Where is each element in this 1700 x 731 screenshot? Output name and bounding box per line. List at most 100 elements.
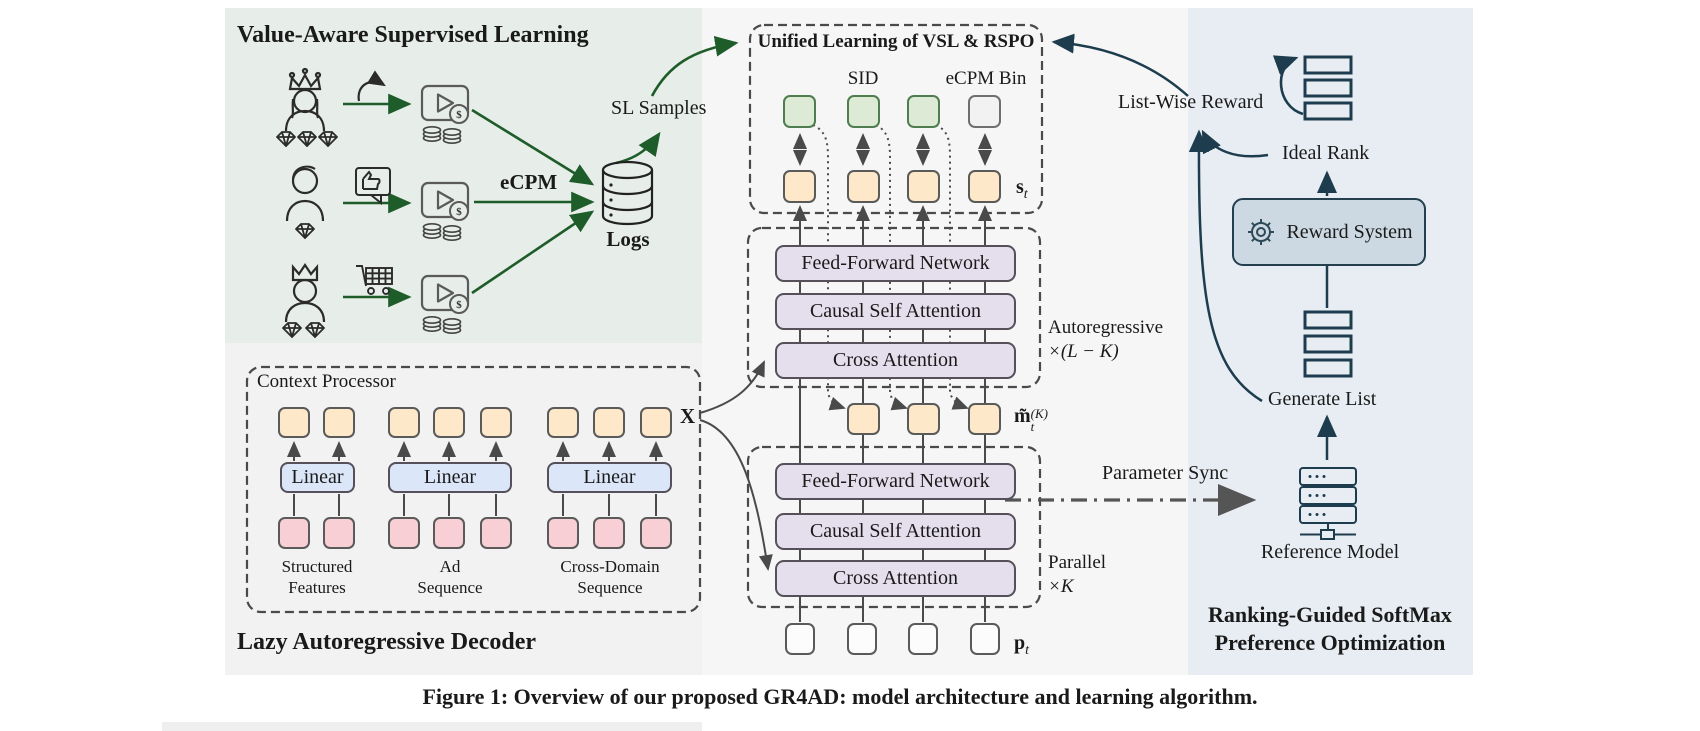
list-wise-reward-label: List-Wise Reward xyxy=(1118,91,1264,113)
ideal-rank-icon xyxy=(1272,55,1353,121)
sid-token xyxy=(907,95,940,128)
hidden-state-token xyxy=(907,170,940,203)
vsl-panel xyxy=(225,8,702,343)
autoregressive-label: Autoregressive xyxy=(1048,317,1164,338)
p-t-label: pt xyxy=(1014,632,1030,658)
decoder-panel xyxy=(225,343,702,675)
dollar-glyph: $ xyxy=(456,299,462,311)
queen-user-icon xyxy=(284,67,326,132)
intermediate-token xyxy=(968,403,1001,435)
ecpm-bin-token xyxy=(968,95,1001,128)
plain-user-icon xyxy=(285,165,325,222)
prediction-target-arrows xyxy=(793,133,992,166)
logs-label: Logs xyxy=(606,227,650,251)
hidden-state-token xyxy=(847,170,880,203)
context-processor-box xyxy=(245,365,702,614)
rspo-flow-arrows xyxy=(1051,33,1337,460)
feature-token xyxy=(547,407,579,438)
shifted-token-dotted-paths xyxy=(812,124,969,411)
feature-token xyxy=(278,407,310,438)
parallel-label: Parallel xyxy=(1048,552,1107,573)
intermediate-token xyxy=(907,403,940,435)
dollar-glyph: $ xyxy=(456,109,462,121)
share-arrow-icon xyxy=(357,70,386,102)
context-processor-label: Context Processor xyxy=(257,371,396,392)
generate-list-label: Generate List xyxy=(1268,388,1377,410)
logs-database-icon xyxy=(601,160,654,226)
diamond-icon xyxy=(276,131,296,147)
causal-self-attention-layer-parallel: Causal Self Attention xyxy=(775,513,1016,550)
feature-token xyxy=(593,407,625,438)
context-processor-connectors xyxy=(287,441,663,516)
ideal-rank-label: Ideal Rank xyxy=(1282,142,1370,164)
diamond-icon xyxy=(305,322,325,338)
input-token xyxy=(970,623,1000,655)
feature-token xyxy=(323,407,355,438)
raw-input-token xyxy=(593,517,625,549)
feature-token xyxy=(640,407,672,438)
cross-attention-layer-parallel: Cross Attention xyxy=(775,560,1016,597)
parallel-block-box xyxy=(746,445,1042,609)
intermediate-token xyxy=(847,403,880,435)
linear-projection-cross-domain: Linear xyxy=(547,462,672,493)
raw-input-token xyxy=(480,517,512,549)
feature-token xyxy=(480,407,512,438)
autoregressive-block-box xyxy=(746,226,1042,389)
diamond-icon xyxy=(282,322,302,338)
diamond-icon xyxy=(295,223,315,239)
sid-token xyxy=(847,95,880,128)
shopping-cart-icon xyxy=(356,265,393,295)
s-t-label: st xyxy=(1016,176,1028,202)
autoregressive-mult-label: ×(L − K) xyxy=(1048,341,1119,362)
hidden-state-token xyxy=(968,170,1001,203)
ffn-layer-autoregressive: Feed-Forward Network xyxy=(775,245,1016,282)
input-token xyxy=(847,623,877,655)
figure-caption: Figure 1: Overview of our proposed GR4AD… xyxy=(422,684,1258,709)
ecpm-label: eCPM xyxy=(500,170,558,194)
raw-input-token xyxy=(278,517,310,549)
raw-input-token xyxy=(547,517,579,549)
reference-model-server-icon xyxy=(1299,467,1357,540)
input-token xyxy=(908,623,938,655)
parameter-sync-label: Parameter Sync xyxy=(1102,462,1229,484)
generated-list-icon xyxy=(1303,310,1353,378)
next-figure-strip xyxy=(162,722,702,731)
linear-projection-ad: Linear xyxy=(388,462,512,493)
sl-samples-label: SL Samples xyxy=(611,97,707,119)
ffn-layer-parallel: Feed-Forward Network xyxy=(775,463,1016,500)
hidden-state-token xyxy=(783,170,816,203)
linear-projection-structured: Linear xyxy=(280,462,355,493)
reward-system-label: Reward System xyxy=(1286,220,1413,243)
reward-system-box: Reward System xyxy=(1232,198,1426,266)
like-bubble-icon xyxy=(355,167,391,206)
m-t-k-label: m̃(K)t xyxy=(1014,405,1049,434)
raw-input-token xyxy=(640,517,672,549)
raw-input-token xyxy=(433,517,465,549)
decoder-section-title: Lazy Autoregressive Decoder xyxy=(237,629,537,655)
raw-input-token xyxy=(388,517,420,549)
diamond-icon xyxy=(297,131,317,147)
parallel-mult-label: ×K xyxy=(1048,576,1074,597)
dollar-glyph: $ xyxy=(456,206,462,218)
input-token xyxy=(785,623,815,655)
ecpm-bin-label: eCPM Bin xyxy=(945,68,1027,89)
feature-token xyxy=(433,407,465,438)
reference-model-label: Reference Model xyxy=(1260,541,1400,563)
diamond-icon xyxy=(318,131,338,147)
cross-attention-layer-autoregressive: Cross Attention xyxy=(775,342,1016,379)
context-to-cross-attention-arrows xyxy=(699,360,773,571)
king-user-icon xyxy=(284,263,326,323)
causal-self-attention-layer-autoregressive: Causal Self Attention xyxy=(775,293,1016,330)
raw-input-token xyxy=(323,517,355,549)
context-output-x-label: X xyxy=(680,404,696,428)
feature-token xyxy=(388,407,420,438)
gear-icon xyxy=(1248,219,1275,245)
unified-learning-title: Unified Learning of VSL & RSPO xyxy=(757,31,1035,52)
sid-label: SID xyxy=(847,68,879,89)
unified-learning-box xyxy=(748,23,1044,215)
